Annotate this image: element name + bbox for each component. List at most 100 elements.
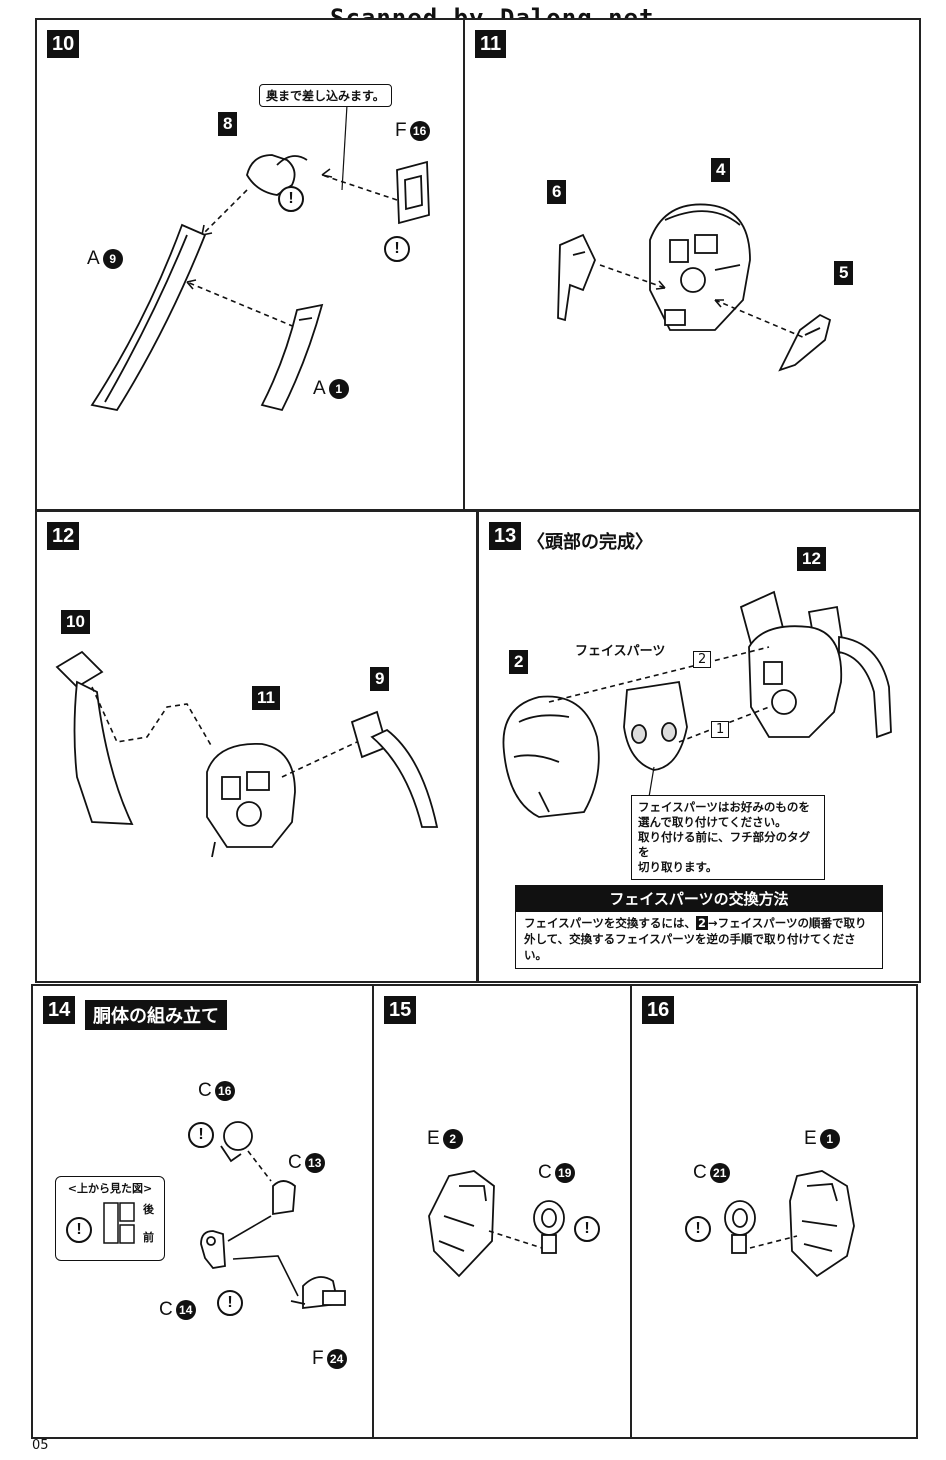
part-ref-number: 21 xyxy=(709,1163,730,1183)
part-ref-number: 1 xyxy=(328,379,349,399)
part-ref-a9: A 9 xyxy=(87,248,123,270)
step-10-number: 10 xyxy=(47,30,80,58)
caution-icon: ! xyxy=(384,236,410,262)
part-ref-c21: C 21 xyxy=(693,1162,730,1184)
part-ref-number: 16 xyxy=(409,121,430,141)
part-ref-letter: C xyxy=(198,1080,212,1101)
insert-fully-callout: 奥まで差し込みます。 xyxy=(259,84,392,107)
ball-part-c16 xyxy=(220,1121,253,1163)
exchange-method-text: フェイスパーツを交換するには、2→フェイスパーツの順番で取り 外して、交換するフ… xyxy=(515,910,883,969)
note-line: フェイスパーツはお好みのものを xyxy=(638,800,810,814)
step-11-number: 11 xyxy=(475,30,507,58)
step-14-title: 胴体の組み立て xyxy=(85,1000,227,1030)
part-label-10: 10 xyxy=(61,610,90,634)
ring-part-c21 xyxy=(724,1200,756,1254)
inset-front-label: 前 xyxy=(143,1231,154,1244)
part-label-12: 12 xyxy=(797,547,826,571)
step-10-illustration xyxy=(90,104,430,412)
part-5 xyxy=(778,313,832,372)
part-label-9: 9 xyxy=(370,667,390,691)
note-line: 切り取ります。 xyxy=(638,860,718,874)
caution-icon: ! xyxy=(685,1216,711,1242)
step-11-panel: 11 6 4 5 xyxy=(463,18,921,511)
ring-part-c19 xyxy=(533,1200,565,1254)
assembly-9 xyxy=(350,710,439,828)
part-ref-letter: C xyxy=(538,1162,552,1183)
exchange-text-num: 2 xyxy=(695,916,708,930)
part-ref-c14: C 14 xyxy=(159,1299,196,1321)
part-ref-letter: E xyxy=(427,1128,440,1149)
part-ref-e2: E 2 xyxy=(427,1128,463,1150)
part-ref-a1: A 1 xyxy=(313,378,349,400)
caution-icon: ! xyxy=(217,1290,243,1316)
step-12-panel: 12 10 11 9 xyxy=(35,510,478,983)
exchange-method-title: フェイスパーツの交換方法 xyxy=(515,885,883,912)
part-ref-number: 2 xyxy=(442,1129,463,1149)
part-ref-e1: E 1 xyxy=(804,1128,840,1150)
torso-part-e2 xyxy=(428,1170,495,1278)
step-15-panel: 15 E 2 C 19 ! xyxy=(372,984,632,1439)
part-c13 xyxy=(272,1180,296,1216)
part-ref-c13: C 13 xyxy=(288,1152,325,1174)
step-16-illustration xyxy=(724,1170,855,1278)
step-14-number: 14 xyxy=(43,996,76,1024)
part-ref-letter: E xyxy=(804,1128,817,1149)
step-16-panel: 16 E 1 C 21 ! xyxy=(630,984,918,1439)
part-label-2: 2 xyxy=(509,650,529,674)
part-ref-letter: F xyxy=(395,120,407,141)
part-ref-f24: F 24 xyxy=(312,1348,347,1370)
part-label-6: 6 xyxy=(547,180,567,204)
part-ref-number: 14 xyxy=(175,1300,196,1320)
hair-part-2 xyxy=(502,695,600,818)
part-f16 xyxy=(396,160,430,225)
part-ref-number: 19 xyxy=(554,1163,575,1183)
part-ref-letter: A xyxy=(313,378,326,399)
step-14-panel: 14 胴体の組み立て C 16 C 13 C xyxy=(31,984,374,1439)
part-ref-number: 24 xyxy=(326,1349,347,1369)
step-12-number: 12 xyxy=(47,522,80,550)
face-parts-note: フェイスパーツはお好みのものを 選んで取り付けてください。 取り付ける前に、フチ… xyxy=(631,795,825,880)
head-part-4 xyxy=(649,203,751,331)
part-a9 xyxy=(90,223,207,412)
step-12-illustration xyxy=(55,650,439,858)
face-part xyxy=(623,680,688,771)
part-c14 xyxy=(200,1230,226,1269)
order-1-marker: 1 xyxy=(711,721,730,738)
caution-icon: ! xyxy=(66,1217,92,1243)
exchange-text-b: →フェイスパーツの順番で取り xyxy=(707,916,867,930)
head-assembly-11 xyxy=(206,743,296,858)
caution-icon: ! xyxy=(574,1216,600,1242)
step-14-illustration xyxy=(200,1121,346,1310)
step-15-number: 15 xyxy=(384,996,417,1024)
caution-icon: ! xyxy=(188,1122,214,1148)
part-ref-number: 1 xyxy=(819,1129,840,1149)
step-15-illustration xyxy=(428,1170,565,1278)
joint-part-8 xyxy=(246,154,308,196)
part-label-5: 5 xyxy=(834,261,854,285)
part-a1 xyxy=(260,303,324,412)
exchange-text-c: 外して、交換するフェイスパーツを逆の手順で取り付けてください。 xyxy=(524,932,856,962)
step-13-illustration xyxy=(502,590,892,818)
step-16-number: 16 xyxy=(642,996,675,1024)
part-ref-letter: A xyxy=(87,248,100,269)
part-f24 xyxy=(290,1276,346,1310)
step-13-number: 13 xyxy=(489,522,522,550)
top-view-title: <上から見た図> xyxy=(67,1182,153,1195)
order-2-marker: 2 xyxy=(693,651,712,668)
part-ref-letter: C xyxy=(159,1299,173,1320)
part-ref-letter: C xyxy=(693,1162,707,1183)
face-parts-label: フェイスパーツ xyxy=(575,644,666,659)
note-line: 選んで取り付けてください。 xyxy=(638,815,787,829)
part-ref-f16: F 16 xyxy=(395,120,430,142)
torso-part-e1 xyxy=(789,1170,855,1278)
part-ref-letter: C xyxy=(288,1152,302,1173)
part-ref-c19: C 19 xyxy=(538,1162,575,1184)
top-view-inset: <上から見た図> 後 前 ! xyxy=(55,1176,165,1261)
inset-part-diagram xyxy=(103,1202,135,1244)
part-ref-number: 16 xyxy=(214,1081,235,1101)
part-ref-c16: C 16 xyxy=(198,1080,235,1102)
part-ref-number: 9 xyxy=(102,249,123,269)
part-6 xyxy=(557,233,596,322)
inset-back-label: 後 xyxy=(143,1203,154,1216)
step-13-title: 〈頭部の完成〉 xyxy=(527,532,653,553)
